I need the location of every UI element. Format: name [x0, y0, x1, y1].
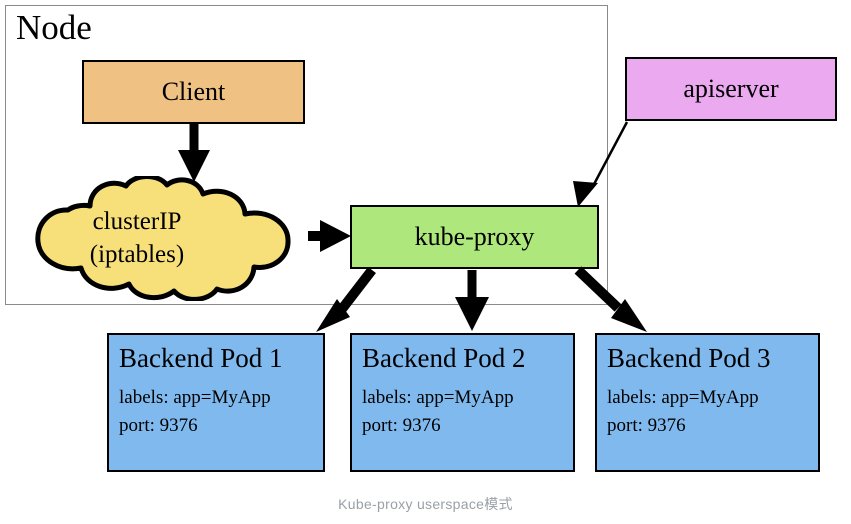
pod-2-title: Backend Pod 2 — [362, 343, 526, 373]
pod-1-title: Backend Pod 1 — [119, 343, 283, 373]
cloud-shape-icon — [35, 176, 291, 301]
clusterip-cloud[interactable]: clusterIP (iptables) — [12, 176, 317, 301]
pod-3-port: port: 9376 — [607, 414, 686, 436]
apiserver-label: apiserver — [683, 73, 779, 103]
pod-1-labels: labels: app=MyApp — [119, 387, 271, 409]
kube-proxy-box[interactable]: kube-proxy — [350, 205, 599, 269]
backend-pod-1-box[interactable]: Backend Pod 1 labels: app=MyApp port: 93… — [107, 333, 325, 472]
kube-proxy-label: kube-proxy — [414, 221, 535, 251]
figure-caption: Kube-proxy userspace模式 — [338, 496, 513, 512]
apiserver-box[interactable]: apiserver — [625, 57, 837, 121]
backend-pod-3-box[interactable]: Backend Pod 3 labels: app=MyApp port: 93… — [595, 333, 820, 472]
pod-2-port: port: 9376 — [362, 414, 441, 436]
pod-3-labels: labels: app=MyApp — [607, 387, 759, 409]
client-box[interactable]: Client — [82, 60, 305, 124]
pod-2-labels: labels: app=MyApp — [362, 387, 514, 409]
node-label: Node — [16, 8, 92, 47]
pod-1-port: port: 9376 — [119, 414, 198, 436]
client-label: Client — [161, 76, 226, 106]
pod-3-title: Backend Pod 3 — [607, 343, 771, 373]
backend-pod-2-box[interactable]: Backend Pod 2 labels: app=MyApp port: 93… — [350, 333, 575, 472]
